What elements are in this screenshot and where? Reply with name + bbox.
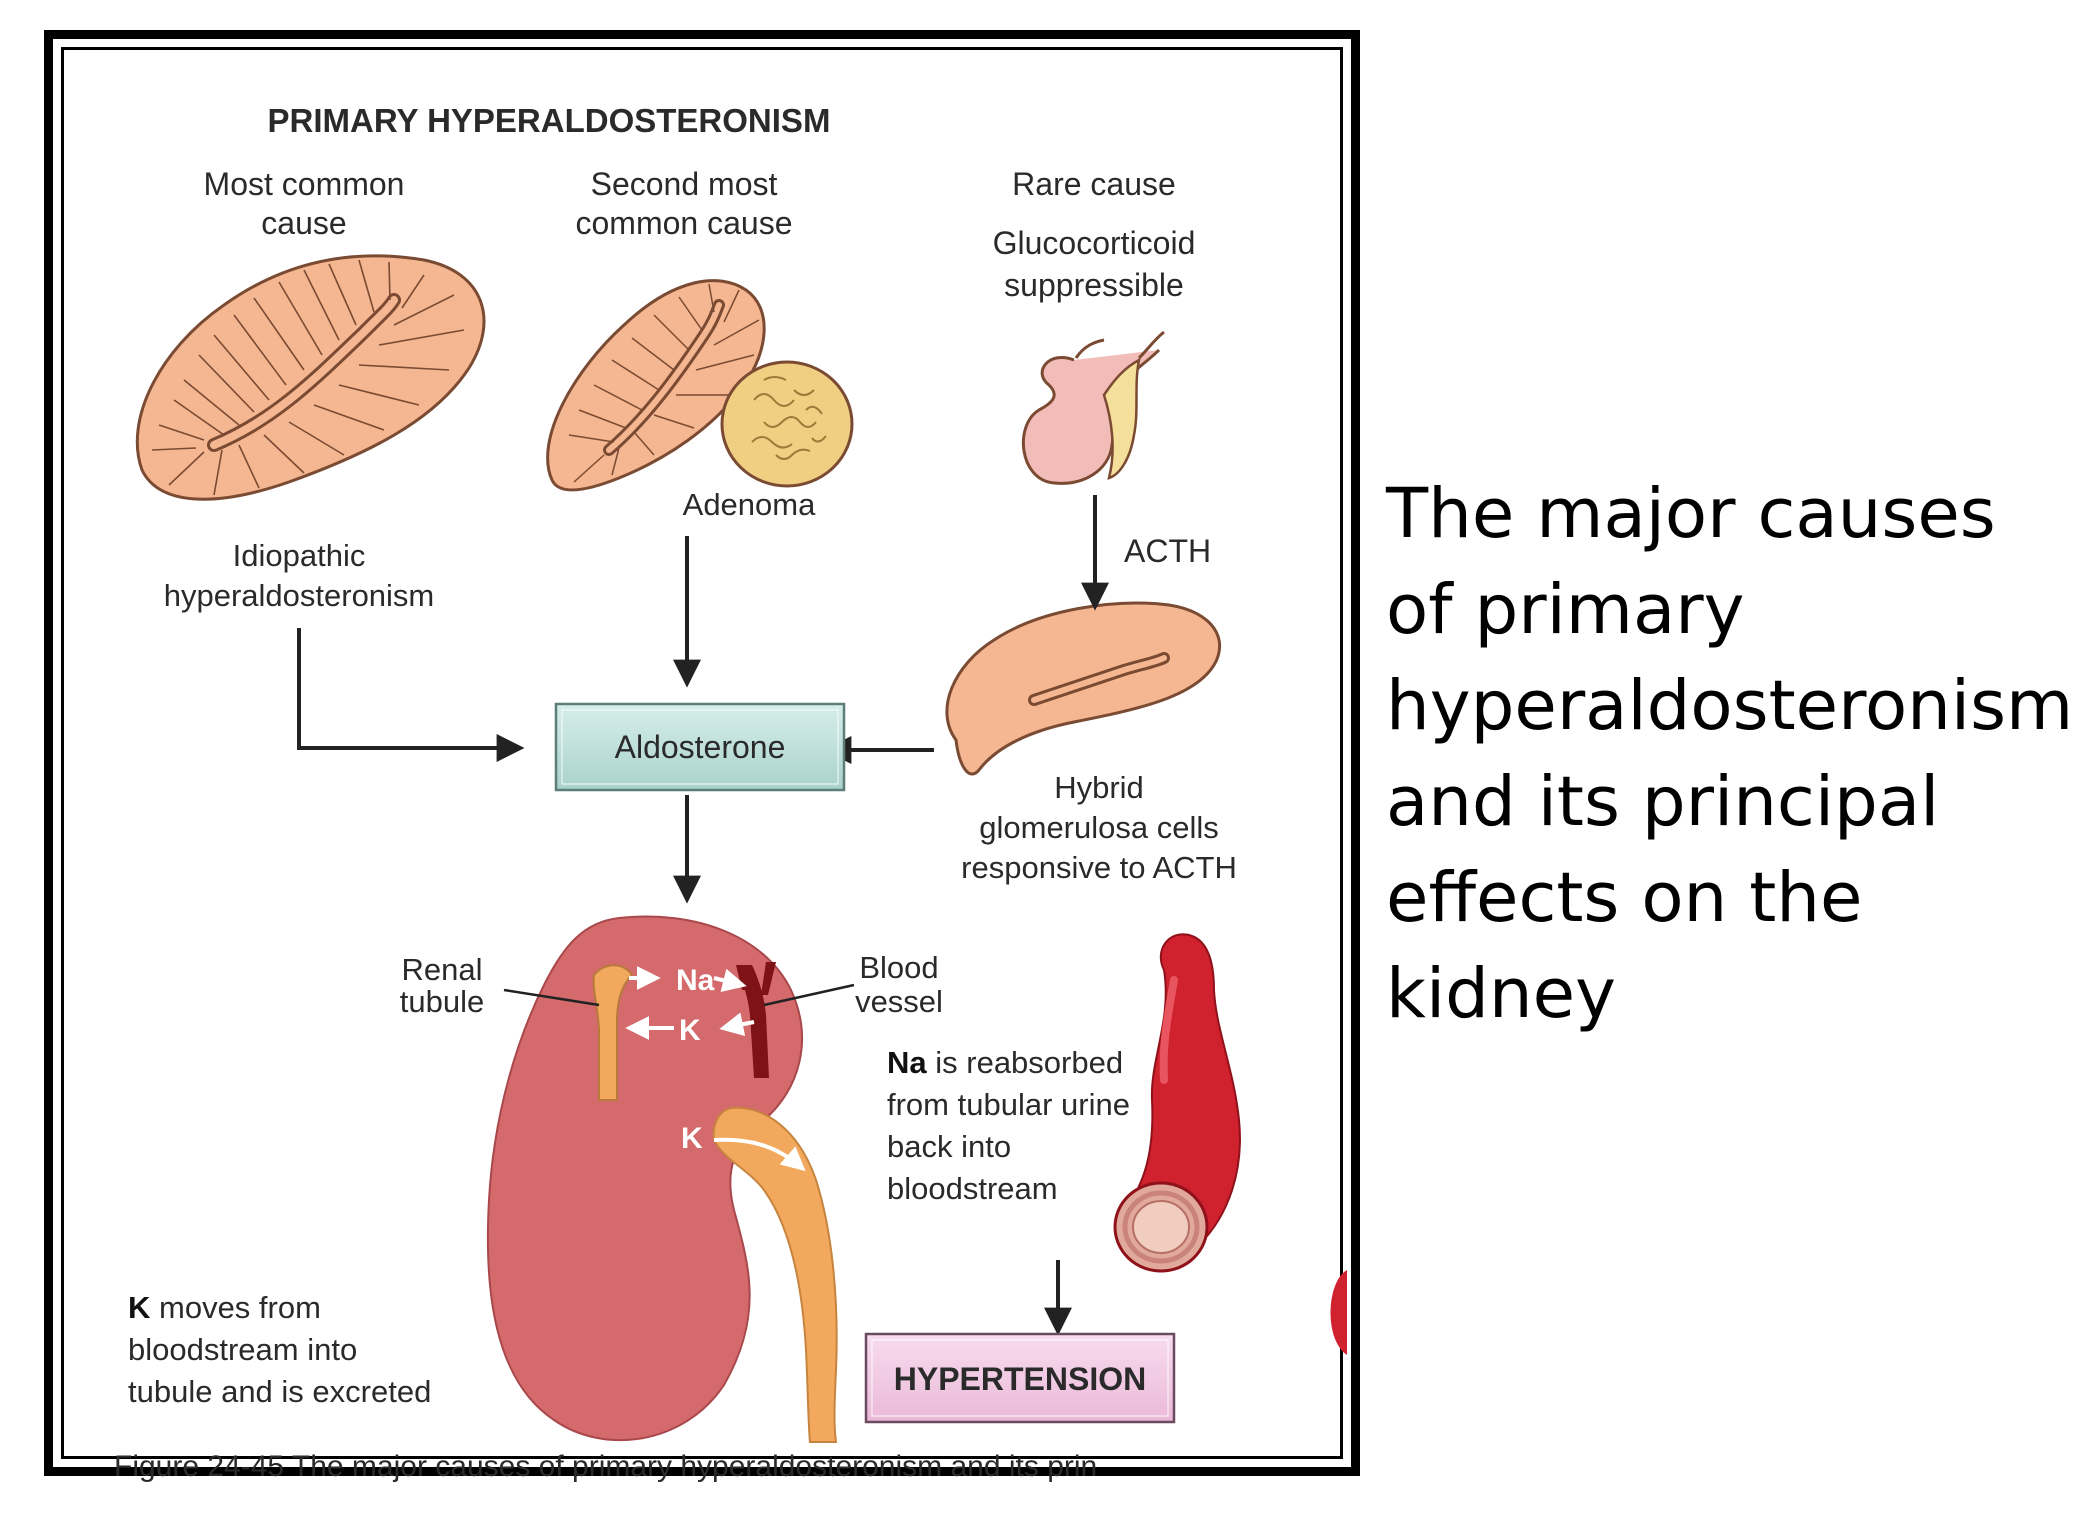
k-note-line2: bloodstream into [128,1332,357,1367]
slide-caption: The major causes of primary hyperaldoste… [1386,474,2073,1034]
blood-vessel-label-line1: Blood [859,950,938,985]
cause-most-common-line2: cause [261,205,346,241]
hypertension-label: HYPERTENSION [894,1361,1146,1397]
cause-rare: Rare cause [1012,166,1176,202]
figure-caption-cut: Figure 24-45 The major causes of primary… [114,1450,1097,1483]
k-note-line3: tubule and is excreted [128,1374,431,1409]
cropped-red-shape [1330,1270,1347,1355]
flow-arrows [297,495,1109,1336]
cause-most-common-line1: Most common [204,166,405,202]
cause-rare-sub-line1: Glucocorticoid [993,225,1196,261]
diagram-title: PRIMARY HYPERALDOSTERONISM [268,102,831,139]
k-note-rest: moves from [150,1290,321,1325]
adrenal-adenoma-illustration [546,279,854,492]
hybrid-adrenal-illustration [945,601,1222,776]
cause-rare-sub-line2: suppressible [1004,267,1184,303]
na-note-line2: from tubular urine [887,1087,1130,1122]
k-label-upper: K [679,1014,701,1047]
hypertension-box: HYPERTENSION [864,1332,1176,1424]
renal-tubule-label-line2: tubule [400,984,484,1019]
na-note-line4: bloodstream [887,1171,1058,1206]
na-note-rest: is reabsorbed [927,1045,1123,1080]
na-note-bold: Na [887,1045,927,1080]
na-note-line3: back into [887,1129,1011,1164]
hybrid-label-line1: Hybrid [1054,770,1144,805]
adenoma-label: Adenoma [683,487,816,522]
aldosterone-box: Aldosterone [554,702,846,792]
cause-second-line2: common cause [576,205,793,241]
hybrid-label-line3: responsive to ACTH [961,850,1237,885]
k-note-line1: K moves from [128,1290,321,1325]
na-label: Na [676,964,715,997]
acth-label: ACTH [1124,533,1211,569]
hyperaldosteronism-diagram: PRIMARY HYPERALDOSTERONISM Most common c… [114,102,1347,1483]
k-label-lower: K [681,1122,703,1155]
blood-vessel-label-line2: vessel [855,984,943,1019]
figure-inner-border: PRIMARY HYPERALDOSTERONISM Most common c… [61,47,1347,1483]
adrenal-hyperplasia-illustration [135,254,486,501]
figure-frame: PRIMARY HYPERALDOSTERONISM Most common c… [44,30,1360,1483]
renal-tubule-label-line1: Renal [402,952,483,987]
cause-second-line1: Second most [591,166,778,202]
na-note-line1: Na is reabsorbed [887,1045,1123,1080]
k-note-bold: K [128,1290,151,1325]
kidney-illustration: Na K K [486,915,855,1443]
artery-illustration [1113,933,1241,1273]
idiopathic-label-line1: Idiopathic [233,538,366,573]
pituitary-illustration [1022,330,1165,485]
aldosterone-label: Aldosterone [615,729,786,765]
hybrid-label-line2: glomerulosa cells [979,810,1219,845]
idiopathic-label-line2: hyperaldosteronism [164,578,435,613]
